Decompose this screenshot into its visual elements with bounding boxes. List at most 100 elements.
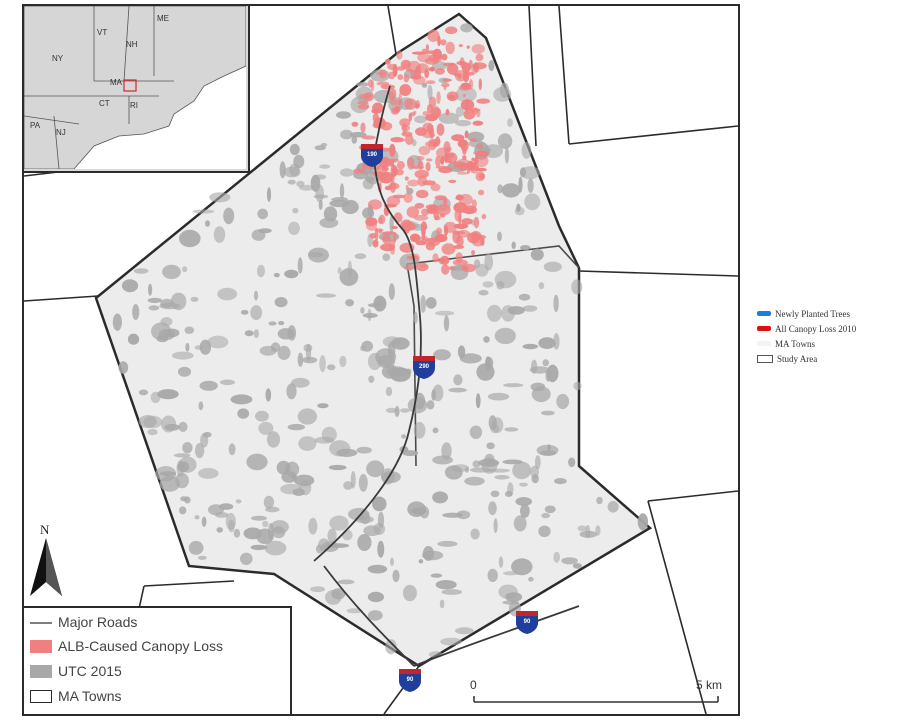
- canopy-loss-patch: [415, 189, 429, 199]
- canopy-loss-patch: [405, 184, 409, 191]
- canopy-patch: [542, 359, 549, 367]
- canopy-patch: [571, 279, 583, 295]
- canopy-loss-patch: [396, 161, 405, 170]
- canopy-loss-patch: [411, 165, 425, 170]
- canopy-patch: [357, 534, 372, 551]
- canopy-patch: [329, 515, 349, 531]
- canopy-patch: [180, 496, 188, 502]
- canopy-patch: [437, 540, 458, 547]
- canopy-loss-patch: [441, 264, 450, 275]
- canopy-loss-patch: [391, 226, 398, 229]
- inset-locator-map: ME VT NH NY MA CT RI PA NJ: [24, 6, 250, 173]
- canopy-patch: [266, 431, 281, 448]
- canopy-patch: [595, 525, 601, 536]
- canopy-patch: [494, 270, 517, 289]
- canopy-loss-patch: [397, 74, 404, 81]
- canopy-patch: [607, 501, 619, 513]
- canopy-loss-patch: [441, 82, 450, 88]
- canopy-patch: [176, 460, 185, 477]
- canopy-patch: [377, 540, 385, 558]
- canopy-loss-patch: [400, 219, 413, 232]
- canopy-loss-patch: [370, 79, 375, 92]
- canopy-patch: [472, 460, 481, 468]
- side-legend-study-swatch: [757, 354, 773, 363]
- canopy-patch: [251, 229, 266, 241]
- canopy-patch: [328, 464, 347, 471]
- state-label-ct: CT: [99, 99, 110, 108]
- canopy-patch: [279, 161, 286, 179]
- canopy-loss-patch: [422, 180, 436, 186]
- canopy-loss-patch: [413, 75, 426, 85]
- canopy-patch: [522, 305, 538, 312]
- canopy-patch: [637, 513, 649, 531]
- canopy-loss-patch: [471, 44, 485, 54]
- canopy-patch: [433, 349, 451, 361]
- canopy-patch: [263, 495, 274, 509]
- canopy-loss-patch: [462, 146, 467, 155]
- canopy-loss-patch: [369, 233, 377, 239]
- canopy-patch: [502, 600, 519, 605]
- canopy-patch: [568, 457, 576, 468]
- canopy-loss-patch: [392, 194, 406, 199]
- canopy-patch: [405, 368, 412, 375]
- canopy-patch: [488, 60, 495, 72]
- side-legend-item-study: Study Area: [757, 351, 900, 366]
- canopy-loss-patch: [372, 113, 379, 123]
- legend-towns-swatch: [30, 689, 52, 703]
- north-arrow-label: N: [40, 522, 50, 537]
- canopy-patch: [490, 490, 500, 498]
- canopy-loss-patch: [448, 179, 457, 183]
- canopy-loss-patch: [405, 68, 413, 72]
- legend-item-canopy-loss: ALB-Caused Canopy Loss: [30, 636, 223, 656]
- canopy-patch: [286, 383, 297, 400]
- interstate-90-shield-south: 90: [398, 667, 422, 693]
- canopy-patch: [538, 525, 551, 537]
- canopy-loss-patch: [361, 135, 376, 140]
- canopy-loss-patch: [436, 123, 445, 136]
- canopy-patch: [354, 515, 374, 524]
- canopy-patch: [213, 226, 226, 244]
- canopy-patch: [541, 512, 551, 519]
- canopy-loss-patch: [462, 265, 467, 270]
- canopy-loss-patch: [437, 35, 441, 47]
- canopy-loss-patch: [425, 158, 433, 162]
- canopy-patch: [455, 86, 477, 103]
- canopy-patch: [362, 207, 375, 219]
- canopy-patch: [162, 264, 181, 280]
- canopy-patch: [368, 375, 375, 383]
- canopy-patch: [511, 241, 516, 250]
- canopy-loss-patch: [430, 183, 441, 192]
- canopy-patch: [453, 374, 463, 386]
- canopy-patch: [527, 178, 534, 194]
- canopy-patch: [161, 415, 177, 433]
- canopy-patch: [267, 522, 274, 540]
- canopy-patch: [243, 527, 263, 540]
- canopy-patch: [237, 408, 250, 419]
- canopy-loss-patch: [441, 243, 456, 255]
- side-legend-item-planted: Newly Planted Trees: [757, 306, 900, 321]
- canopy-patch: [268, 321, 277, 326]
- canopy-patch: [518, 293, 531, 301]
- canopy-patch: [257, 208, 268, 220]
- north-arrow-icon: [30, 538, 62, 596]
- canopy-patch: [127, 333, 140, 345]
- canopy-loss-patch: [425, 162, 431, 172]
- canopy-loss-patch: [371, 108, 382, 114]
- canopy-patch: [356, 446, 372, 454]
- canopy-loss-patch: [425, 80, 436, 85]
- canopy-patch: [250, 544, 268, 551]
- canopy-patch: [201, 516, 207, 527]
- canopy-patch: [258, 421, 274, 435]
- state-label-pa: PA: [30, 121, 41, 130]
- canopy-patch: [182, 442, 193, 454]
- side-legend: Newly Planted Trees All Canopy Loss 2010…: [757, 306, 900, 366]
- canopy-loss-patch: [442, 78, 453, 82]
- canopy-patch: [297, 352, 304, 367]
- canopy-patch: [482, 281, 494, 288]
- canopy-patch: [520, 245, 531, 251]
- canopy-loss-patch: [478, 189, 485, 196]
- canopy-patch: [456, 510, 471, 520]
- canopy-loss-patch: [472, 120, 484, 126]
- state-label-me: ME: [157, 14, 169, 23]
- canopy-patch: [327, 364, 336, 371]
